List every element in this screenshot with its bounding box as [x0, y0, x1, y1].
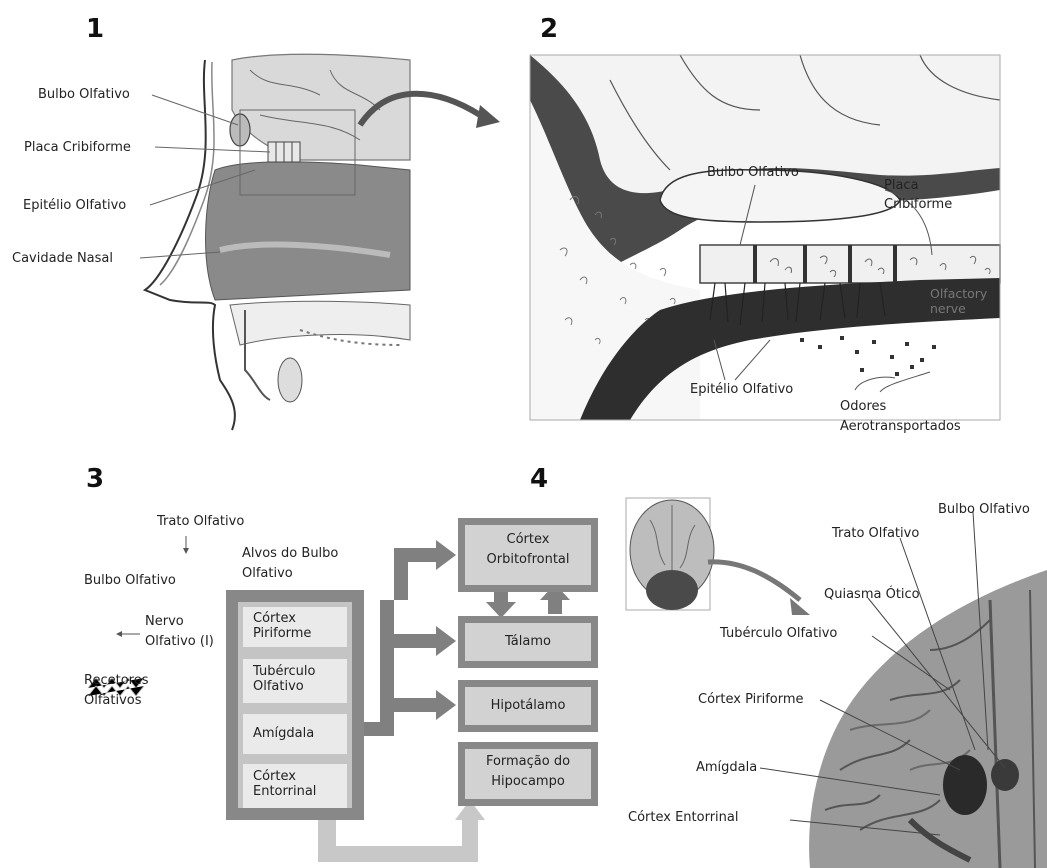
p3-label-recetores-1: Recetores: [84, 673, 148, 688]
p2-label-bulbo-olfativo: Bulbo Olfativo: [707, 165, 799, 180]
p4-label-quiasma-otico: Quiasma Ótico: [824, 587, 920, 602]
panel-1-nasal-cavity: 1 Bulbo Olfativo Placa Cribiforme: [0, 0, 500, 440]
p4-label-amigdala: Amígdala: [696, 760, 757, 775]
p3-label-trato-olfativo: Trato Olfativo: [157, 514, 244, 529]
target-amigdala: Amígdala: [243, 714, 347, 754]
p2-label-epitelio-olfativo: Epitélio Olfativo: [690, 382, 793, 397]
label-bulbo-olfativo: Bulbo Olfativo: [38, 87, 130, 102]
p3-label-alvos-1: Alvos do Bulbo: [242, 546, 338, 561]
p2-label-nerve: nerve: [930, 301, 966, 316]
p3-label-nervo-2: Olfativo (I): [145, 634, 214, 649]
p2-label-aerotransportados: Aerotransportados: [840, 419, 961, 434]
label-epitelio-olfativo: Epitélio Olfativo: [23, 198, 126, 213]
p2-label-cribiforme: Cribiforme: [884, 197, 952, 212]
label-cavidade-nasal: Cavidade Nasal: [12, 251, 113, 266]
p2-label-placa: Placa: [884, 178, 919, 193]
p4-label-tuberculo-olfativo: Tubérculo Olfativo: [720, 626, 837, 641]
olfactory-detail-illustration: [500, 0, 1047, 445]
box-hipotalamo: Hipotálamo: [458, 680, 598, 732]
panel-4-number: 4: [530, 464, 548, 494]
box-formacao-hipocampo: Formação do Hipocampo: [458, 742, 598, 806]
p4-label-cortex-piriforme: Córtex Piriforme: [698, 692, 804, 707]
nasal-anatomy-illustration: [0, 0, 500, 440]
p3-label-bulbo-olfativo: Bulbo Olfativo: [84, 573, 176, 588]
box-cortex-orbitofrontal: Córtex Orbitofrontal: [458, 518, 598, 592]
p4-label-trato-olfativo: Trato Olfativo: [832, 526, 919, 541]
panel-2-olfactory-detail: 2: [500, 0, 1047, 445]
p3-label-nervo-1: Nervo: [145, 614, 184, 629]
panel-4-brain-underside: 4 Bulbo Olfativo Trato Olfativo Quiasma …: [610, 450, 1047, 868]
panel-3-olfactory-pathway: 3 Trato Olfativo Alvos do Bulb: [0, 450, 610, 868]
p3-label-alvos-2: Olfativo: [242, 566, 293, 581]
p3-label-recetores-2: Olfativos: [84, 693, 142, 708]
box-talamo: Tálamo: [458, 616, 598, 668]
p2-label-olfactory: Olfactory: [930, 286, 987, 301]
label-placa-cribiforme: Placa Cribiforme: [24, 140, 131, 155]
p2-label-odores: Odores: [840, 399, 886, 414]
p4-label-cortex-entorrinal: Córtex Entorrinal: [628, 810, 738, 825]
p4-label-bulbo-olfativo: Bulbo Olfativo: [938, 502, 1030, 517]
